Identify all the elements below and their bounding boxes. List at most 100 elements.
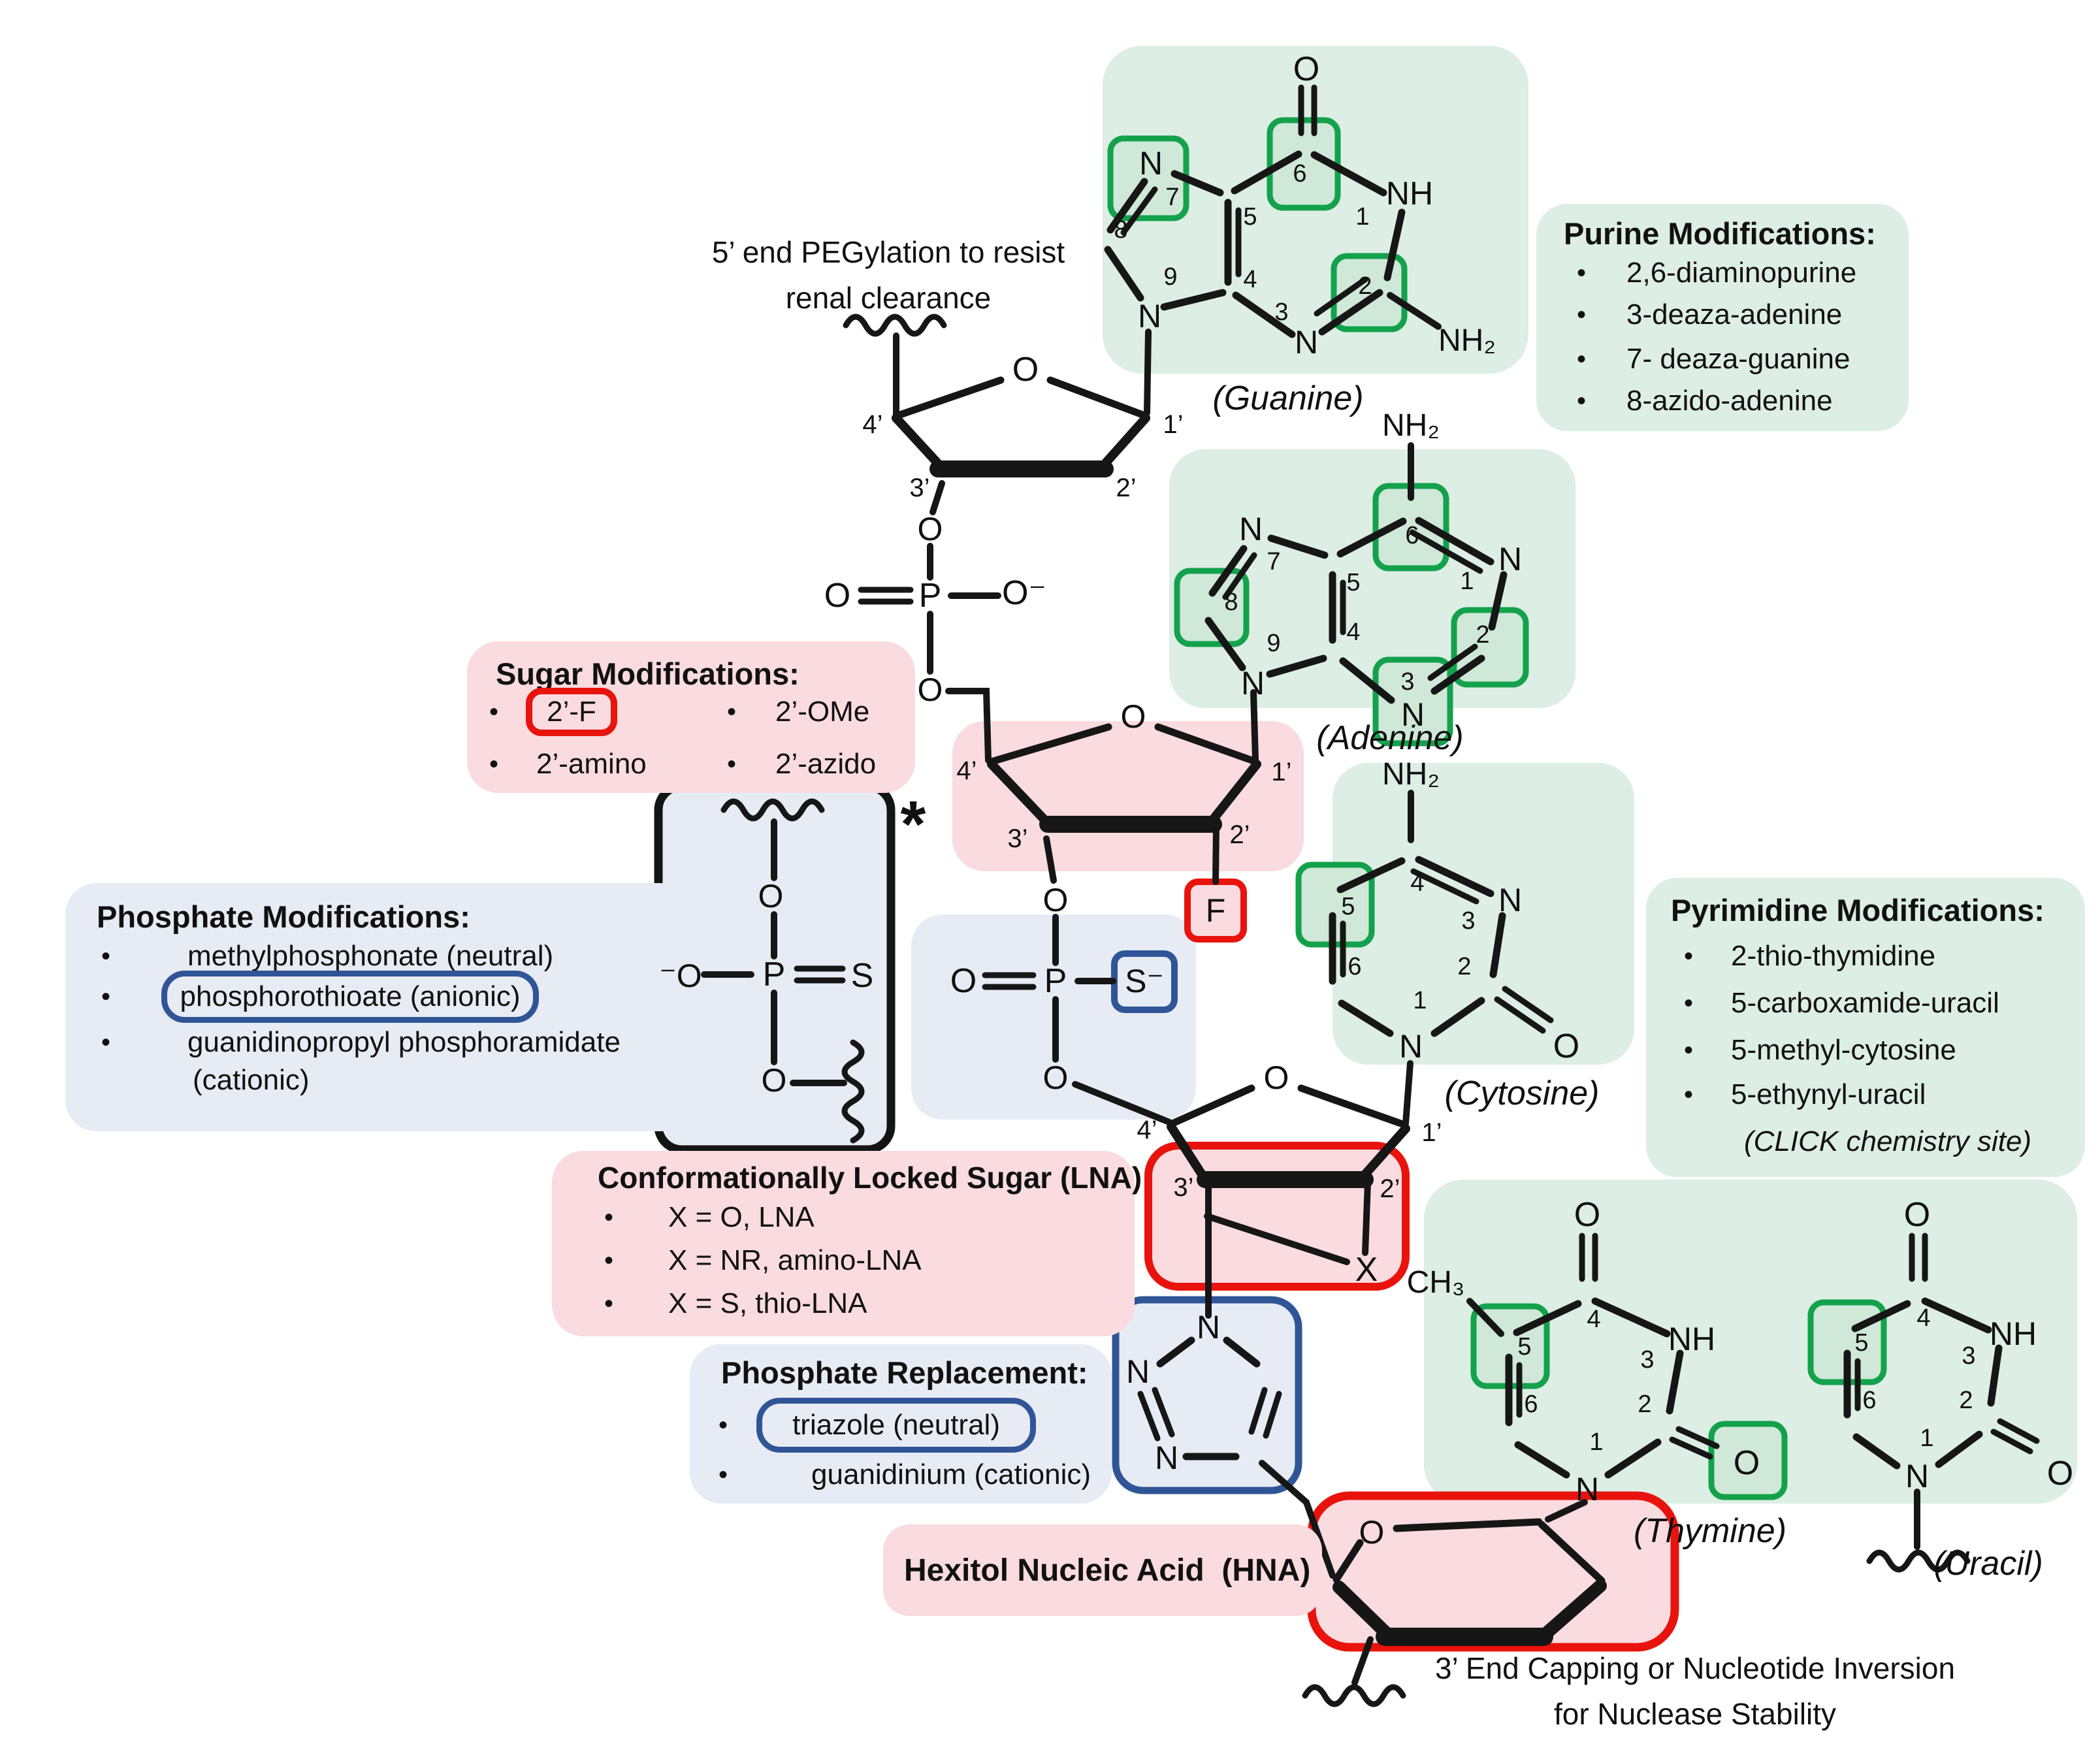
cytosine-N3: N	[1498, 882, 1523, 918]
list-item: •X = NR, amino-LNA	[604, 1244, 922, 1276]
thymine-O4: O	[1574, 1196, 1601, 1234]
cytosine-O2: O	[1553, 1027, 1580, 1065]
list-item: •methylphosphonate (neutral)	[101, 940, 554, 972]
thymine-o2-highlight	[1708, 1421, 1788, 1500]
adenine-N9: N	[1240, 665, 1265, 701]
phosphate2-O5: O	[1042, 1059, 1069, 1096]
sugar2-2prime: 2’	[1229, 820, 1250, 849]
end-capping-note-line2: for Nuclease Stability	[1553, 1696, 1837, 1731]
bullet-icon: •	[604, 1246, 614, 1275]
sugar2-4prime: 4’	[956, 756, 977, 785]
adenine-6: 6	[1405, 522, 1419, 549]
guanine-4: 4	[1243, 266, 1257, 293]
list-item-continuation: (cationic)	[193, 1064, 310, 1096]
sugar-modifications-panel: Sugar Modifications: • 2’-F •2’-amino •2…	[467, 641, 915, 793]
end-capping-note-line1: 3’ End Capping or Nucleotide Inversion	[1434, 1651, 1956, 1685]
psbox-O-minus: ⁻O	[659, 958, 702, 994]
sugar3-X: X	[1355, 1251, 1378, 1289]
wavy-3prime-end	[1302, 1684, 1406, 1707]
pyrimidine-modifications-title: Pyrimidine Modifications:	[1671, 893, 2044, 927]
wavy-uracil-n1	[1866, 1549, 1971, 1573]
sugar1-4prime: 4’	[862, 410, 883, 439]
psbox-asterisk: *	[900, 788, 926, 861]
psbox-O-bottom: O	[761, 1062, 787, 1099]
sugar3-3prime: 3’	[1173, 1173, 1194, 1202]
list-item: • triazole (neutral)	[719, 1398, 1037, 1453]
triazole-N-top: N	[1196, 1309, 1221, 1346]
bullet-icon: •	[101, 982, 111, 1011]
psbox-P: P	[762, 956, 786, 993]
wedge-bonds	[892, 413, 1410, 1180]
list-item: •X = S, thio-LNA	[604, 1287, 867, 1319]
uracil-O4: O	[1903, 1196, 1931, 1234]
sugar2-panel	[952, 721, 1304, 871]
sugar2-3prime: 3’	[1007, 824, 1028, 853]
list-item: •5-ethynyl-uracil	[1684, 1078, 1926, 1110]
psbox-O-top: O	[758, 878, 784, 914]
guanine-O6: O	[1293, 50, 1320, 88]
triazole-text-highlight: triazole (neutral)	[756, 1398, 1037, 1453]
cytosine-name: (Cytosine)	[1444, 1074, 1600, 1112]
psbox-S: S	[850, 957, 874, 995]
cytosine-panel	[1333, 763, 1634, 1065]
bullet-icon: •	[1684, 942, 1694, 971]
list-item: •5-methyl-cytosine	[1684, 1034, 1956, 1066]
thymine-4: 4	[1587, 1306, 1601, 1333]
pegylation-note-line2: renal clearance	[785, 280, 992, 315]
adenine-4: 4	[1346, 619, 1361, 646]
wavy-lines	[720, 314, 1971, 1707]
thymine-name: (Thymine)	[1633, 1512, 1787, 1550]
adenine-N1: N	[1498, 541, 1523, 577]
sugar1-2prime: 2’	[1116, 474, 1137, 502]
list-item: •guanidinopropyl phosphoramidate	[101, 1026, 621, 1058]
phosphate1-O-minus: O⁻	[1002, 574, 1046, 612]
list-item: •2’-OMe	[727, 696, 870, 728]
adenine-2: 2	[1476, 621, 1490, 649]
thymine-NH: NH	[1668, 1321, 1716, 1357]
hna-ring-O: O	[1359, 1514, 1385, 1551]
wavy-5prime-end	[843, 314, 947, 337]
cytosine-5: 5	[1341, 893, 1355, 920]
double-bond-lines	[794, 84, 2040, 1460]
cytosine-3: 3	[1461, 907, 1476, 935]
phosphate2-O3: O	[1042, 882, 1069, 918]
wavy-psbox-top	[720, 798, 825, 822]
adenine-8: 8	[1224, 588, 1238, 616]
uracil-6: 6	[1862, 1387, 1877, 1414]
uracil-4: 4	[1916, 1304, 1931, 1332]
bullet-icon: •	[1577, 259, 1587, 287]
guanine-1: 1	[1355, 203, 1370, 231]
list-item: • phosphorothioate (anionic)	[101, 971, 540, 1023]
list-item: • 2’-F	[489, 688, 618, 736]
guanine-2: 2	[1358, 272, 1372, 300]
lna-title: Conformationally Locked Sugar (LNA)	[598, 1161, 1142, 1195]
hna-label-band: Hexitol Nucleic Acid (HNA)	[883, 1524, 1322, 1616]
thymine-6: 6	[1524, 1391, 1538, 1418]
list-item: •5-carboxamide-uracil	[1684, 987, 1999, 1019]
phosphate1-double-O: O	[824, 577, 851, 615]
bullet-icon: •	[101, 942, 111, 971]
thymine-3: 3	[1640, 1346, 1655, 1374]
bullet-icon: •	[1684, 989, 1694, 1018]
triazole-N-left: N	[1125, 1353, 1150, 1390]
pyrimidine-modifications-panel: Pyrimidine Modifications: •2-thio-thymid…	[1646, 878, 2085, 1177]
guanine-7: 7	[1165, 184, 1180, 211]
sugar3-ring-O: O	[1263, 1059, 1289, 1096]
list-item: •7- deaza-guanine	[1577, 343, 1850, 375]
guanine-6: 6	[1293, 160, 1307, 187]
guanine-NH: NH	[1385, 175, 1434, 212]
wedge-bonds-hna-sides	[1333, 1579, 1607, 1639]
phosphate2-P: P	[1044, 962, 1067, 1000]
uracil-5: 5	[1854, 1329, 1869, 1357]
wavy-psbox-bottom	[841, 1039, 865, 1144]
list-item: •guanidinium (cationic)	[719, 1459, 1091, 1491]
sugar1-ring-O: O	[1012, 351, 1039, 389]
adenine-name: (Adenine)	[1316, 719, 1464, 757]
phosphate2-double-O: O	[950, 962, 977, 1000]
guanine-name: (Guanine)	[1212, 379, 1364, 417]
guanine-5: 5	[1243, 203, 1257, 231]
adenine-N3: N	[1400, 696, 1425, 733]
uracil-name: (Uracil)	[1933, 1545, 2043, 1583]
adenine-9: 9	[1267, 630, 1281, 657]
bullet-icon: •	[727, 750, 737, 779]
